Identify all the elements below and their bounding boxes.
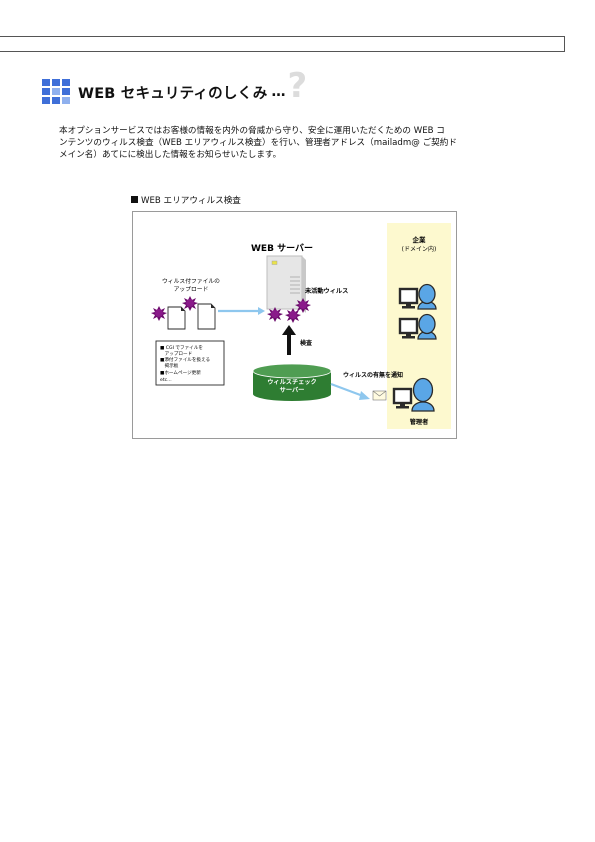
section-heading: WEB セキュリティのしくみ … ? bbox=[42, 69, 307, 105]
virus-icon bbox=[267, 307, 283, 322]
document-icon bbox=[197, 303, 216, 330]
methods-list-item: etc… bbox=[160, 377, 172, 383]
checker-server-label-2: サーバー bbox=[280, 386, 305, 394]
title-ellipsis: … bbox=[271, 84, 286, 100]
intro-line: メイン名）あてにに検出した情報をお知らせいたします。 bbox=[59, 150, 282, 160]
methods-box bbox=[155, 340, 225, 386]
scan-arrow bbox=[282, 325, 296, 355]
virus-icon bbox=[151, 306, 167, 321]
intro-paragraph: 本オプションサービスではお客様の情報を内外の脅威から守り、安全に運用いただくため… bbox=[59, 125, 559, 161]
intro-line: ンテンツのウィルス検査（WEB エリアウィルス検査）を行い、管理者アドレス（ma… bbox=[59, 138, 457, 148]
checker-server-label: ウィルスチェック bbox=[267, 378, 317, 386]
intro-line: 本オプションサービスではお客様の情報を内外の脅威から守り、安全に運用いただくため… bbox=[59, 126, 445, 136]
notify-arrow bbox=[330, 382, 370, 400]
methods-list-item: ■ CGI でファイルを bbox=[160, 344, 203, 351]
section-label: WEB エリアウィルス検査 bbox=[131, 194, 241, 206]
methods-list-item: 掲示板 bbox=[160, 362, 179, 369]
question-mark-icon: ? bbox=[287, 66, 308, 106]
person-icon bbox=[417, 283, 437, 310]
upload-label: ウィルス付ファイルの bbox=[162, 277, 220, 285]
person-icon bbox=[417, 313, 437, 340]
upload-label-2: アップロード bbox=[174, 286, 209, 293]
inactive-virus-label: 未活動ウィルス bbox=[304, 287, 348, 295]
company-label: 企業 bbox=[412, 235, 427, 244]
virus-icon bbox=[182, 296, 198, 311]
virus-icon bbox=[295, 298, 311, 313]
web-security-diagram: 企業 (ドメイン内) WEB サーバー 未活動ウィルス ウィルス付ファイルの ア… bbox=[132, 211, 457, 439]
web-server-label: WEB サーバー bbox=[251, 243, 313, 254]
grid-bullet-icon bbox=[42, 79, 71, 105]
top-bar bbox=[0, 36, 565, 52]
upload-arrow bbox=[218, 307, 265, 315]
admin-label: 管理者 bbox=[410, 418, 429, 426]
scan-label: 検査 bbox=[300, 339, 312, 347]
company-sublabel: (ドメイン内) bbox=[402, 245, 437, 253]
methods-list-item: アップロード bbox=[160, 351, 192, 357]
methods-list-item: ■ホームページ更新 bbox=[160, 369, 201, 376]
document-icon bbox=[167, 306, 186, 330]
section-label-text: WEB エリアウィルス検査 bbox=[141, 196, 241, 206]
database-icon bbox=[252, 363, 332, 401]
person-icon bbox=[411, 377, 435, 412]
methods-list-item: ■添付ファイルを扱える bbox=[160, 356, 210, 363]
notify-label: ウィルスの有無を通知 bbox=[343, 371, 403, 379]
page-title: WEB セキュリティのしくみ bbox=[78, 85, 268, 102]
envelope-icon bbox=[372, 390, 387, 401]
square-bullet-icon bbox=[131, 196, 138, 203]
virus-icon bbox=[285, 308, 301, 323]
